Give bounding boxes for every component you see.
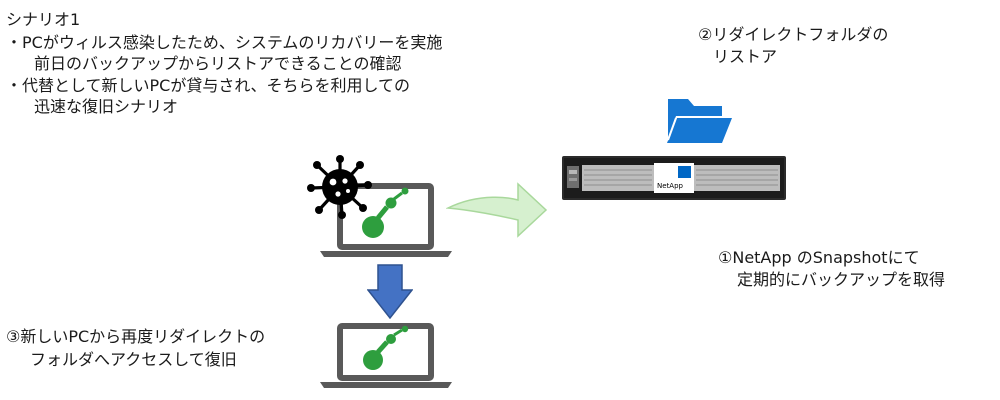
scenario-title: シナリオ1 (6, 10, 81, 29)
arrow-right-icon (446, 182, 548, 238)
storage-array-icon: NetApp (562, 156, 786, 200)
new-laptop-icon (320, 323, 452, 388)
scenario-bullet1-line1: ・PCがウィルス感染したため、システムのリカバリーを実施 (6, 33, 443, 52)
scenario-bullet2-line1: ・代替として新しいPCが貸与され、そちらを利用しての (6, 76, 411, 95)
step2-line1: ②リダイレクトフォルダの (698, 25, 889, 44)
virus-icon (307, 155, 372, 219)
step3-line1: ③新しいPCから再度リダイレクトの (6, 327, 266, 346)
step1-line2: 定期的にバックアップを取得 (737, 270, 946, 289)
infected-laptop-icon (320, 183, 452, 257)
step2-line2: リストア (713, 47, 778, 66)
arrow-down-icon (367, 264, 413, 319)
step3-line2: フォルダへアクセスして復旧 (30, 350, 237, 369)
step1-line1: ①NetApp のSnapshotにて (718, 248, 920, 267)
storage-brand-label: NetApp (657, 182, 684, 190)
scenario-bullet2-line2: 迅速な復旧シナリオ (34, 97, 179, 116)
scenario-bullet1-line2: 前日のバックアップからリストアできることの確認 (34, 54, 402, 73)
folder-icon (667, 99, 732, 143)
